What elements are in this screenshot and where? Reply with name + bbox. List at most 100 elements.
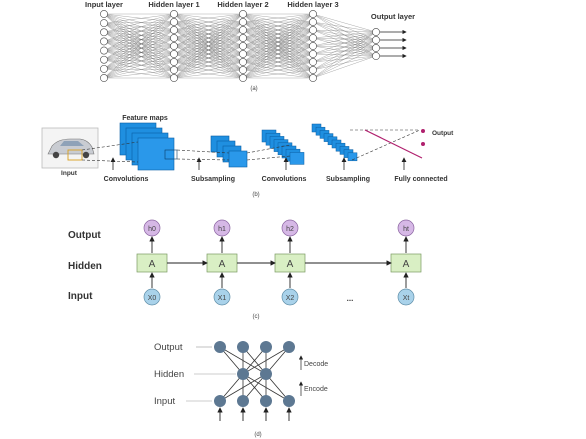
connection-edge <box>242 45 314 79</box>
output-node-label: ht <box>403 226 409 233</box>
neuron <box>309 58 317 66</box>
input-neuron <box>260 395 272 407</box>
connection-edge <box>242 53 314 79</box>
encode-edge <box>242 373 290 402</box>
connection-edge <box>103 32 175 63</box>
connection-edge <box>312 13 377 33</box>
output-node-label: h2 <box>286 226 294 233</box>
connection-edge <box>103 13 175 42</box>
output-node <box>213 219 231 237</box>
output-node-1 <box>421 129 425 133</box>
neuron <box>100 55 108 64</box>
neuron <box>170 58 178 66</box>
output-node-label: h1 <box>218 226 226 233</box>
connection-edge <box>242 29 314 79</box>
connection-edge <box>312 31 377 47</box>
connection-edge <box>173 13 244 79</box>
connection-edge <box>312 31 377 39</box>
connection-edge <box>242 13 314 79</box>
connection-edge <box>312 47 377 79</box>
panel-c-caption: (c) <box>253 314 260 320</box>
ae-row-leader-lines <box>186 346 236 402</box>
connection-edge <box>103 61 175 79</box>
connection-edge <box>103 50 175 55</box>
neuron <box>309 50 317 58</box>
neuron <box>239 42 247 50</box>
hidden-state-label: A <box>287 259 294 270</box>
connection-edge <box>103 41 175 79</box>
hidden-state-label: A <box>149 259 156 270</box>
car-icon <box>47 138 95 159</box>
connection-edge <box>173 61 244 79</box>
connection-edge <box>103 45 175 60</box>
connection-edge <box>103 53 175 60</box>
connection-edge <box>103 69 175 79</box>
neuron <box>100 37 108 46</box>
connection-edge <box>173 45 244 79</box>
connection-edge <box>103 37 175 42</box>
neuron <box>309 34 317 42</box>
panel-b-caption: (b) <box>252 192 259 198</box>
panel-a-fully-connected-network: Input layer Hidden layer 1 Hidden layer … <box>85 0 415 92</box>
connection-edge <box>103 32 175 47</box>
neuron <box>239 74 247 82</box>
input-node-label: X0 <box>148 295 157 302</box>
decode-label: Decode <box>304 361 328 368</box>
ae-hidden-row-label: Hidden <box>154 369 184 380</box>
connection-edge <box>242 61 314 79</box>
connection-edge <box>103 13 175 51</box>
connection-edge <box>103 13 175 39</box>
neuron <box>170 10 178 18</box>
output-node-label: h0 <box>148 226 156 233</box>
autoencoder-graph <box>214 341 295 421</box>
panel-c-recurrent-network: Output Hidden Input Ah0X0Ah1X1Ah2X2AhtXt… <box>68 219 422 320</box>
output-node-2 <box>421 142 425 146</box>
output-node <box>281 219 299 237</box>
connection-edge <box>103 23 175 31</box>
connection-edge <box>103 32 175 39</box>
connection-edge <box>242 21 314 79</box>
hidden-state-label: A <box>219 259 226 270</box>
neuron <box>239 34 247 42</box>
feature-map <box>289 152 305 165</box>
neuron <box>309 74 317 82</box>
connection-edge <box>103 23 175 79</box>
feature-maps-stack-2 <box>261 129 305 165</box>
output-layer-label: Output layer <box>371 12 415 21</box>
receptive-field-box <box>67 149 83 161</box>
connection-edge <box>103 41 175 63</box>
output-node <box>143 219 161 237</box>
neuron <box>239 10 247 18</box>
neuron <box>100 28 108 37</box>
connection-edge <box>103 45 175 51</box>
connection-edge <box>103 13 175 69</box>
connection-edge <box>103 37 175 51</box>
connection-edge <box>103 21 175 24</box>
connection-edge <box>173 13 244 23</box>
connection-edge <box>103 37 175 60</box>
neuron <box>170 34 178 42</box>
connection-edge <box>103 29 175 42</box>
panel-a-caption: (a) <box>250 86 257 92</box>
input-node <box>143 288 161 306</box>
panel-a-edges <box>103 13 377 79</box>
neuron <box>239 58 247 66</box>
connection-edge <box>103 23 175 63</box>
connection-edge <box>103 21 175 79</box>
connection-edge <box>103 50 175 79</box>
input-neuron <box>283 395 295 407</box>
subsampled-map <box>347 152 358 162</box>
neuron <box>170 74 178 82</box>
panel-b-connection-lines <box>81 129 421 163</box>
subsampling-stack-1 <box>210 135 248 168</box>
output-node <box>397 219 415 237</box>
output-neuron <box>372 36 380 44</box>
encode-label: Encode <box>304 386 328 393</box>
output-neuron <box>260 341 272 353</box>
connection-edge <box>312 31 377 79</box>
connection-edge <box>103 23 175 55</box>
connection-edge <box>173 13 244 39</box>
hidden-layer-2-label: Hidden layer 2 <box>217 0 268 9</box>
